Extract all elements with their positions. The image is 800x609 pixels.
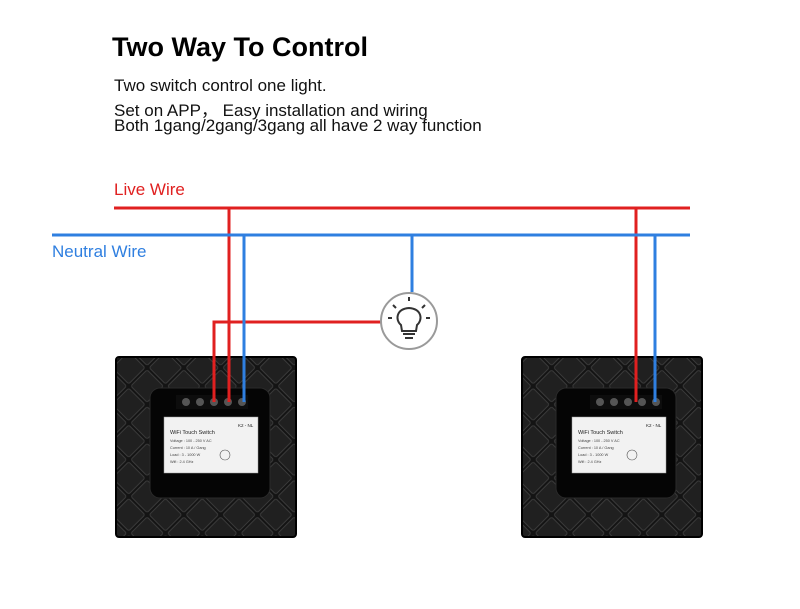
switch-model: K2 - NL <box>238 423 254 428</box>
cert-mark-icon <box>626 449 638 461</box>
spec-wifi: Wifi : 2.4 GHz <box>170 460 194 464</box>
switch-unit-left: WiFi Touch Switch K2 - NL Voltage : 100 … <box>115 356 297 538</box>
spec-label <box>571 416 667 474</box>
spec-label <box>163 416 259 474</box>
spec-load: Load : 3 - 1000 W <box>578 453 609 457</box>
switch-title: WiFi Touch Switch <box>578 430 623 436</box>
description-line-1: Two switch control one light. <box>114 76 327 95</box>
live-wires <box>114 206 690 402</box>
spec-current: Current : 10 A / Gang <box>170 446 206 450</box>
page-title: Two Way To Control <box>112 32 368 62</box>
switch-model: K2 - NL <box>646 423 662 428</box>
spec-load: Load : 3 - 1000 W <box>170 453 201 457</box>
terminal-block <box>176 395 248 409</box>
light-bulb-icon <box>380 292 438 350</box>
neutral-wires <box>52 233 690 402</box>
live-wire-label: Live Wire <box>114 180 185 199</box>
switch-title: WiFi Touch Switch <box>170 430 215 436</box>
description-line-2: Set on APP， Easy installation and wiring <box>114 101 428 120</box>
cert-mark-icon <box>219 449 231 461</box>
switch-unit-right: WiFi Touch Switch K2 - NL Voltage : 100 … <box>521 356 703 538</box>
spec-voltage: Voltage : 100 - 250 V AC <box>170 439 212 443</box>
lamp-wire-left <box>212 320 381 402</box>
spec-wifi: Wifi : 2.4 GHz <box>578 460 602 464</box>
spec-voltage: Voltage : 100 - 250 V AC <box>578 439 620 443</box>
spec-current: Current : 10 A / Gang <box>578 446 614 450</box>
description-line-3: Both 1gang/2gang/3gang all have 2 way fu… <box>114 116 482 135</box>
terminal-block <box>590 395 662 409</box>
neutral-wire-label: Neutral Wire <box>52 242 147 261</box>
